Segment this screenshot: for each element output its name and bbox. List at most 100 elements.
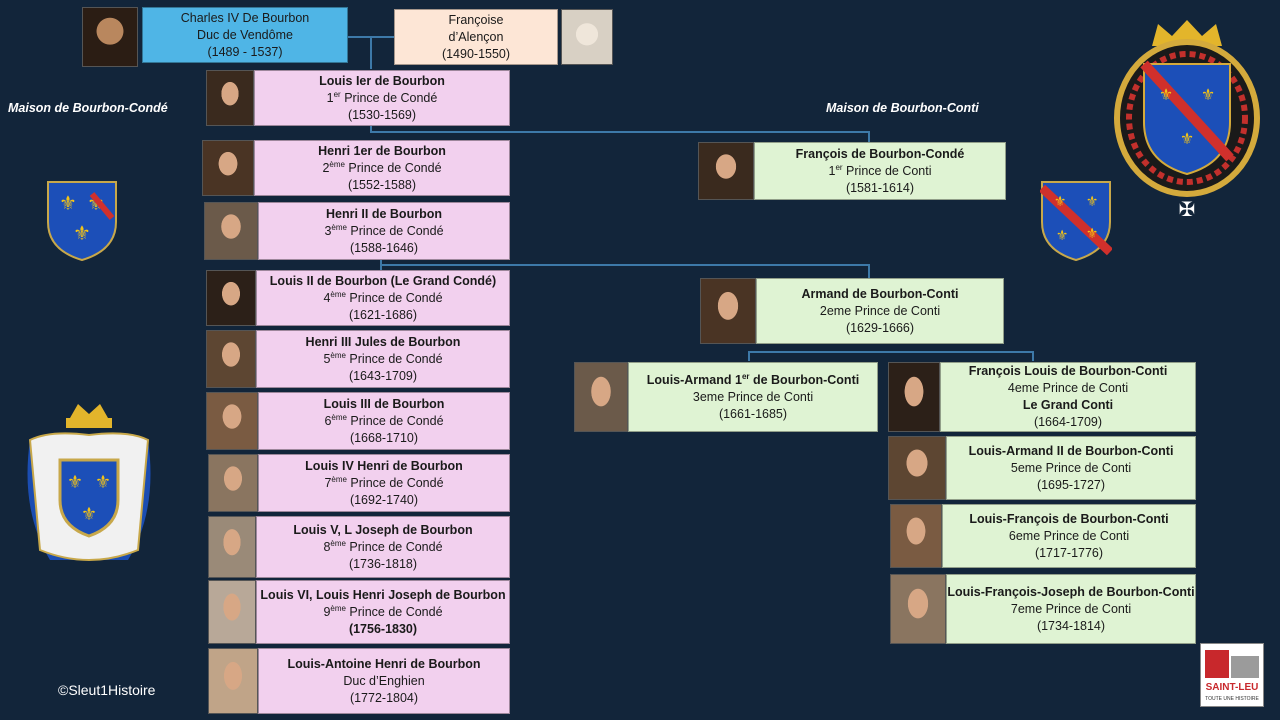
conti-rank: 3eme Prince de Conti [693,389,813,406]
conti-name-text: Armand de Bourbon-Conti [801,286,959,301]
conti-name: François de Bourbon-Condé [796,146,965,163]
conti-name: Louis-Armand II de Bourbon-Conti [969,443,1174,460]
conde-name: Louis-Antoine Henri de Bourbon [287,656,480,673]
portrait-conde-5 [206,330,256,388]
portrait-conde-8 [208,516,256,578]
father-box: Charles IV De Bourbon Duc de Vendôme (14… [142,7,348,63]
portrait-conti-5 [888,436,946,500]
conde-ordinal-sup: ème [330,603,346,613]
conde-name-text: Louis IV Henri de Bourbon [305,458,463,473]
portrait-conti-1 [698,142,754,200]
copyright-text: ©Sleut1Histoire [58,682,156,698]
connector-line [370,37,372,69]
conde-rank: 8ème Prince de Condé [323,539,442,556]
conti-ordinal: 4eme [1007,381,1040,395]
conti-dates: (1695-1727) [1036,477,1106,492]
conde-rank: 4ème Prince de Condé [323,290,442,307]
conde-rank: 9ème Prince de Condé [323,604,442,621]
conti-ordinal: 3eme [692,389,725,404]
conti-name-text: François de Bourbon-Condé [795,146,965,161]
conde-name: Henri III Jules de Bourbon [306,334,461,351]
portrait-conde-1 [206,70,254,126]
conti-dates: (1717-1776) [1034,545,1104,560]
portrait-charles-iv [82,7,138,67]
conti-shield-icon: ⚜ ⚜ ⚜ ⚜ [1040,181,1112,262]
conde-dates: (1668-1710) [349,430,419,445]
conde-ordinal-sup: ème [330,350,346,360]
conde-name-text: Louis II de Bourbon (Le Grand Condé) [269,273,497,288]
conti-name: Louis-Armand 1er de Bourbon-Conti [647,372,859,389]
conti-rank: 6eme Prince de Conti [1009,528,1129,545]
connector-line [868,264,870,278]
conti-rank-text: Prince de Conti [842,163,932,178]
saint-leu-logo: SAINT-LEU TOUTE UNE HISTOIRE [1200,643,1264,707]
portrait-francoise [561,9,613,65]
conti-dates: (1664-1709) [1033,415,1103,429]
conde-rank-text: Prince de Condé [345,290,443,305]
portrait-conti-6 [890,504,942,568]
conde-ordinal-sup: ème [330,538,346,548]
conde-rank: 5ème Prince de Condé [323,351,442,368]
conde-name: Louis VI, Louis Henri Joseph de Bourbon [260,587,505,604]
portrait-conde-4 [206,270,256,326]
conti-name-text: Louis-François de Bourbon-Conti [969,511,1169,526]
svg-text:⚜: ⚜ [1086,193,1099,209]
conde-ordinal: 1 [326,90,334,105]
father-name: Charles IV De Bourbon [180,10,310,25]
conti-name: François Louis de Bourbon-Conti [969,363,1168,380]
conti-rank-text: Prince de Conti [1039,381,1129,395]
conde-box-5: Henri III Jules de Bourbon 5ème Prince de… [256,330,510,388]
conde-name: Louis III de Bourbon [324,396,445,413]
conti-arms-icon: ⚜ ⚜ ⚜ ✠ [1114,20,1260,221]
conde-ordinal: 8 [323,539,331,554]
conti-rank-text: Prince de Conti [851,303,941,318]
connector-line [748,351,1034,353]
conti-name-text: Louis-Armand II de Bourbon-Conti [968,443,1174,458]
conti-dates: (1629-1666) [845,320,915,335]
conde-name-text: Henri II de Bourbon [326,206,442,221]
svg-text:⚜: ⚜ [81,504,97,524]
conde-dates: (1772-1804) [349,690,419,705]
portrait-conti-2 [700,278,756,344]
conde-rank-text: Prince de Condé [345,604,443,619]
conti-dates: (1734-1814) [1036,618,1106,633]
conde-dates: (1588-1646) [349,240,419,255]
conde-ordinal: 9 [323,604,331,619]
svg-text:⚜: ⚜ [1201,87,1215,104]
conti-rank: 1er Prince de Conti [828,163,931,180]
connector-line [380,260,382,270]
conde-ordinal-sup: ème [331,222,347,232]
conde-name: Henri 1er de Bourbon [318,143,446,160]
mother-dates: (1490-1550) [441,46,511,61]
conde-ordinal-sup: ème [331,412,347,422]
conde-name-text: Henri III Jules de Bourbon [305,334,461,349]
svg-text:⚜: ⚜ [1086,225,1099,241]
conde-rank: 1er Prince de Condé [327,90,438,107]
conti-dates: (1661-1685) [718,406,788,421]
svg-text:⚜: ⚜ [95,472,111,492]
house-label-conde: Maison de Bourbon-Condé [8,101,168,115]
conde-rank: 2ème Prince de Condé [322,160,441,177]
conti-dates: (1581-1614) [845,180,915,195]
conti-name-sup: er [741,371,750,381]
mother-title: d’Alençon [448,29,504,44]
svg-text:⚜: ⚜ [1054,193,1067,209]
conde-rank: 3ème Prince de Condé [324,223,443,240]
conde-name: Louis Ier de Bourbon [319,73,445,90]
logo-text: SAINT-LEU [1205,682,1259,693]
conde-name-text: Louis Ier de Bourbon [319,73,445,88]
conti-rank: 7eme Prince de Conti [1011,601,1131,618]
house-label-conti: Maison de Bourbon-Conti [826,101,979,115]
conde-name-text: Louis VI, Louis Henri Joseph de Bourbon [260,587,506,602]
conde-ordinal: 3 [324,223,332,238]
conde-ordinal-sup: er [333,89,341,99]
conde-dates: (1736-1818) [348,556,418,571]
conti-rank-text: Prince de Conti [1042,601,1132,616]
conde-rank-text: Prince de Condé [344,160,442,175]
conti-rank-text: Prince de Conti [1040,528,1130,543]
